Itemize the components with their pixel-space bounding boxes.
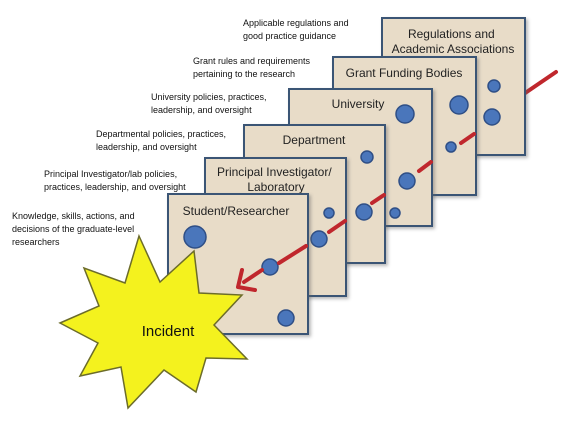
incident-starburst: Incident <box>58 233 249 410</box>
hazard-arrow-segment <box>277 244 308 265</box>
hazard-arrow-segment <box>327 219 347 234</box>
incident-label: Incident <box>142 323 195 340</box>
layer-grant-title-line-1: Grant Funding Bodies <box>346 66 463 80</box>
layer-department-desc-line-2: leadership, and oversight <box>96 142 197 152</box>
svg-text:Department: Department <box>283 133 346 147</box>
layer-regulations-hole <box>487 79 501 93</box>
layer-department-hole <box>360 150 374 164</box>
svg-text:University: University <box>332 97 385 111</box>
hazard-arrow-segment <box>370 193 386 205</box>
layer-university-hole <box>389 207 401 219</box>
layer-pi-lab-title-line-2: Laboratory <box>247 180 304 194</box>
layer-university-desc-line-2: leadership, and oversight <box>151 105 252 115</box>
svg-text:Principal Investigator/lab pol: Principal Investigator/lab policies, pra… <box>44 169 186 192</box>
svg-text:Knowledge, skills, actions, an: Knowledge, skills, actions, and decision… <box>12 211 137 247</box>
layer-grant-desc-line-2: pertaining to the research <box>193 69 295 79</box>
layer-department-title-line-1: Department <box>283 133 346 147</box>
layer-student-desc-line-1: Knowledge, skills, actions, and <box>12 211 135 221</box>
layer-department-desc-line-1: Departmental policies, practices, <box>96 129 226 139</box>
svg-text:University policies, practices: University policies, practices, leadersh… <box>151 92 269 115</box>
hazard-arrow-segment <box>459 132 476 145</box>
layer-pi-lab-desc-line-1: Principal Investigator/lab policies, <box>44 169 177 179</box>
layer-student-hole <box>277 309 295 327</box>
layer-department-hole <box>355 203 373 221</box>
layer-regulations-desc-line-1: Applicable regulations and <box>243 18 349 28</box>
incident-starburst-shape <box>58 233 249 410</box>
layer-grant-desc-line-1: Grant rules and requirements <box>193 56 311 66</box>
svg-text:Applicable regulations and: Applicable regulations and good practice… <box>243 18 351 41</box>
svg-text:Grant rules and requirements: Grant rules and requirements pertaining … <box>193 56 313 79</box>
svg-text:Grant Funding Bodies: Grant Funding Bodies <box>346 66 463 80</box>
layer-pi-lab-hole <box>310 230 328 248</box>
layer-university-title-line-1: University <box>332 97 385 111</box>
layer-pi-lab-hole <box>323 207 335 219</box>
layer-pi-lab-title-line-1: Principal Investigator/ <box>217 165 332 179</box>
hazard-arrow-segment <box>417 160 433 173</box>
svg-text:Regulations and Academic: Regulations and Academic Associations <box>392 27 515 56</box>
layer-university-hole <box>395 104 415 124</box>
layer-regulations-desc-line-2: good practice guidance <box>243 31 336 41</box>
layer-student-desc-line-3: researchers <box>12 237 60 247</box>
layer-regulations-title-line-1: Regulations and <box>408 27 495 41</box>
layer-regulations-title-line-2: Academic Associations <box>392 42 515 56</box>
layer-pi-lab-desc-line-2: practices, leadership, and oversight <box>44 182 186 192</box>
layer-grant-hole <box>449 95 469 115</box>
hazard-arrow-tail <box>242 268 264 284</box>
layer-student-title-line-1: Student/Researcher <box>183 204 290 218</box>
hazard-arrow-head <box>236 268 257 292</box>
layer-university-hole <box>398 172 416 190</box>
layer-student-hole <box>183 225 207 249</box>
svg-text:Departmental policies, practic: Departmental policies, practices, leader… <box>96 129 229 152</box>
layer-student-desc-line-2: decisions of the graduate-level <box>12 224 134 234</box>
layer-student-hole <box>261 258 279 276</box>
layer-regulations-hole <box>483 108 501 126</box>
layer-grant-hole <box>445 141 457 153</box>
svg-text:Student/Researcher: Student/Researcher <box>183 204 290 218</box>
layer-university-desc-line-1: University policies, practices, <box>151 92 267 102</box>
svg-text:Principal Investigator/: Principal Investigator/ Laboratory <box>217 165 335 194</box>
